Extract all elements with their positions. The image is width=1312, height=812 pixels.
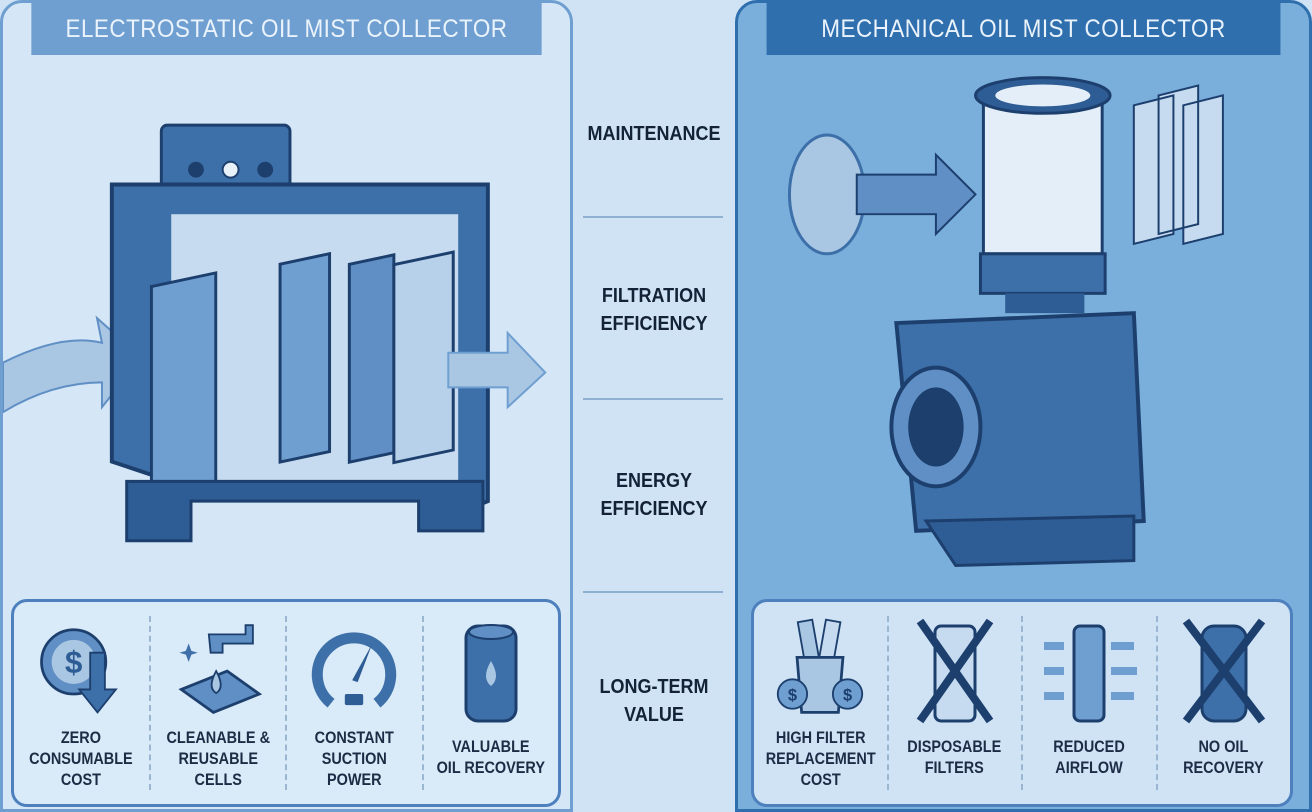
feature-reduced-airflow: REDUCED AIRFLOW bbox=[1023, 616, 1158, 790]
mechanical-collector-illustration bbox=[787, 76, 1224, 568]
feature-label: CLEANABLE & REUSABLE CELLS bbox=[165, 728, 270, 789]
divider bbox=[583, 216, 723, 218]
dollar-down-icon: $ bbox=[40, 628, 119, 714]
feature-zero-consumable-cost: $ ZERO CONSUMABLE COST bbox=[14, 616, 151, 790]
feature-label: ZERO CONSUMABLE COST bbox=[29, 728, 134, 789]
feature-high-filter-cost: $$ HIGH FILTER REPLACEMENT COST bbox=[754, 616, 889, 790]
clogged-filter-icon bbox=[1044, 624, 1138, 723]
svg-text:$: $ bbox=[788, 685, 797, 704]
feature-label: CONSTANT SUCTION POWER bbox=[314, 728, 394, 789]
electrostatic-collector-illustration bbox=[3, 123, 547, 543]
feature-no-oil-recovery: NO OIL RECOVERY bbox=[1158, 616, 1291, 790]
feature-constant-suction: CONSTANT SUCTION POWER bbox=[287, 616, 424, 790]
filter-trash-icon: $$ bbox=[777, 618, 864, 714]
criterion-energy-efficiency: ENERGY EFFICIENCY bbox=[600, 470, 708, 520]
gauge-icon bbox=[312, 632, 397, 708]
criterion-filtration-efficiency: FILTRATION EFFICIENCY bbox=[600, 285, 708, 335]
mechanical-panel: MECHANICAL OIL MIST COLLECTOR $$ HIGH FI… bbox=[735, 0, 1312, 812]
feature-label: DISPOSABLE FILTERS bbox=[907, 737, 1002, 777]
panel-title: MECHANICAL OIL MIST COLLECTOR bbox=[766, 3, 1281, 55]
electrostatic-panel: ELECTROSTATIC OIL MIST COLLECTOR $ ZERO … bbox=[0, 0, 573, 812]
criterion-long-term-value: LONG-TERM VALUE bbox=[599, 676, 709, 726]
feature-label: VALUABLE OIL RECOVERY bbox=[436, 737, 545, 777]
mechanical-drawbacks-box: $$ HIGH FILTER REPLACEMENT COST DISPOSAB… bbox=[751, 599, 1293, 807]
divider bbox=[583, 591, 723, 593]
criterion-maintenance: MAINTENANCE bbox=[587, 123, 721, 145]
svg-text:$: $ bbox=[65, 645, 82, 680]
panel-title: ELECTROSTATIC OIL MIST COLLECTOR bbox=[31, 3, 542, 55]
crossed-filter-icon bbox=[916, 618, 994, 724]
feature-label: HIGH FILTER REPLACEMENT COST bbox=[765, 728, 876, 789]
oil-barrel-icon bbox=[464, 624, 518, 723]
faucet-wash-icon bbox=[178, 624, 262, 714]
divider bbox=[583, 398, 723, 400]
feature-label: REDUCED AIRFLOW bbox=[1053, 737, 1125, 777]
feature-disposable-filters: DISPOSABLE FILTERS bbox=[889, 616, 1023, 790]
crossed-barrel-icon bbox=[1182, 618, 1265, 724]
feature-cleanable-cells: CLEANABLE & REUSABLE CELLS bbox=[151, 616, 287, 790]
feature-label: NO OIL RECOVERY bbox=[1183, 737, 1265, 777]
svg-text:$: $ bbox=[843, 685, 852, 704]
electrostatic-benefits-box: $ ZERO CONSUMABLE COST CLEANABLE & REUSA… bbox=[11, 599, 561, 807]
feature-oil-recovery: VALUABLE OIL RECOVERY bbox=[424, 616, 559, 790]
